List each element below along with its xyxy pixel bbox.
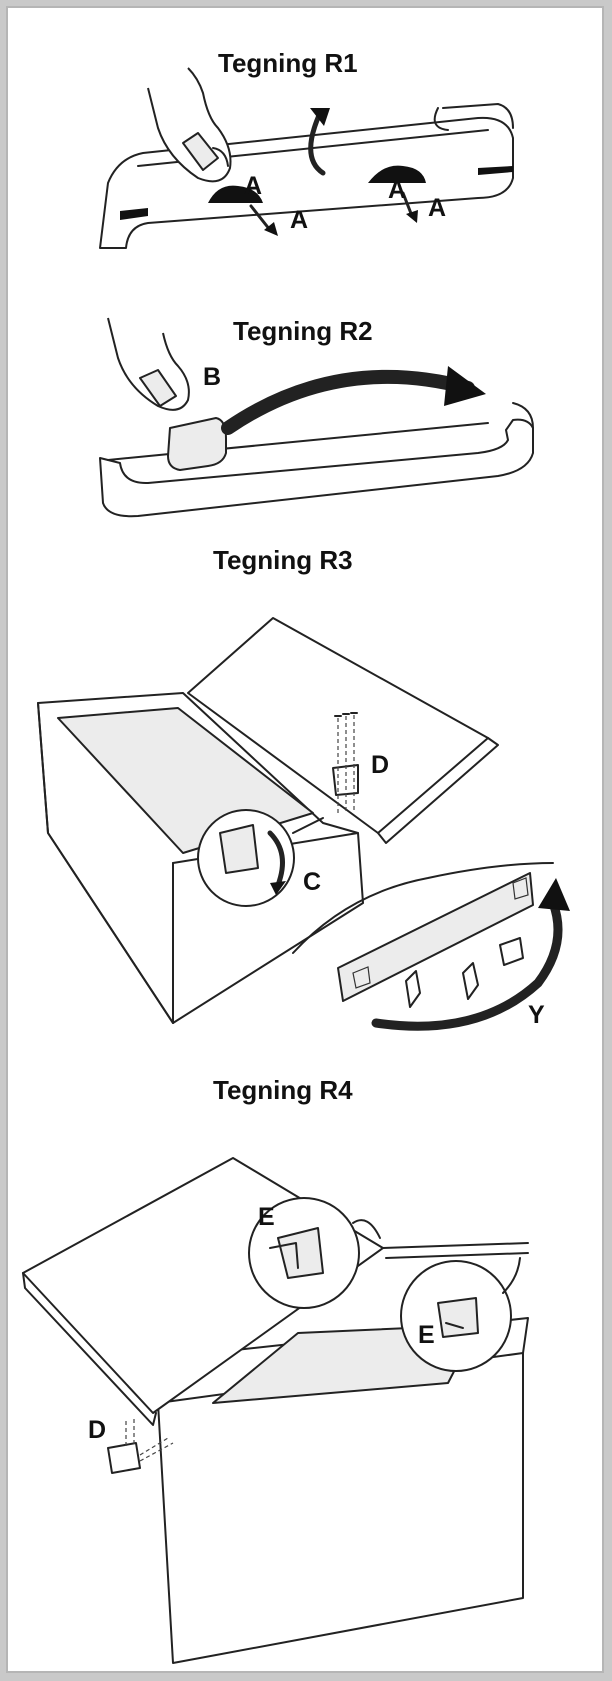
drawing-r1: Tegning R1 A A A — [8, 8, 602, 278]
drawing-r2: Tegning R2 B — [8, 278, 602, 533]
drawing-r2-title: Tegning R2 — [233, 316, 373, 346]
label-a-1: A — [244, 172, 263, 200]
label-c: C — [303, 868, 322, 896]
drawing-r4-illustration — [22, 1157, 529, 1664]
label-e-right: E — [418, 1321, 435, 1349]
label-a-4: A — [428, 194, 447, 222]
drawing-r4-title: Tegning R4 — [213, 1075, 353, 1105]
instruction-sheet: Tegning R1 A A A — [6, 6, 604, 1673]
drawing-r3-illustration — [37, 617, 570, 1031]
drawing-r1-illustration — [99, 67, 514, 249]
label-d-r4: D — [88, 1416, 107, 1444]
drawing-r4: Tegning R4 — [8, 1063, 602, 1675]
label-a-3: A — [388, 176, 407, 204]
drawing-r2-illustration — [99, 317, 534, 518]
drawing-r1-title: Tegning R1 — [218, 48, 358, 78]
label-y: Y — [528, 1001, 545, 1029]
drawing-r3-title: Tegning R3 — [213, 545, 353, 575]
label-a-2: A — [290, 206, 309, 234]
drawing-r3: Tegning R3 — [8, 533, 602, 1063]
label-b: B — [203, 363, 222, 391]
label-e-upper: E — [258, 1203, 275, 1231]
label-d-r3: D — [371, 751, 390, 779]
